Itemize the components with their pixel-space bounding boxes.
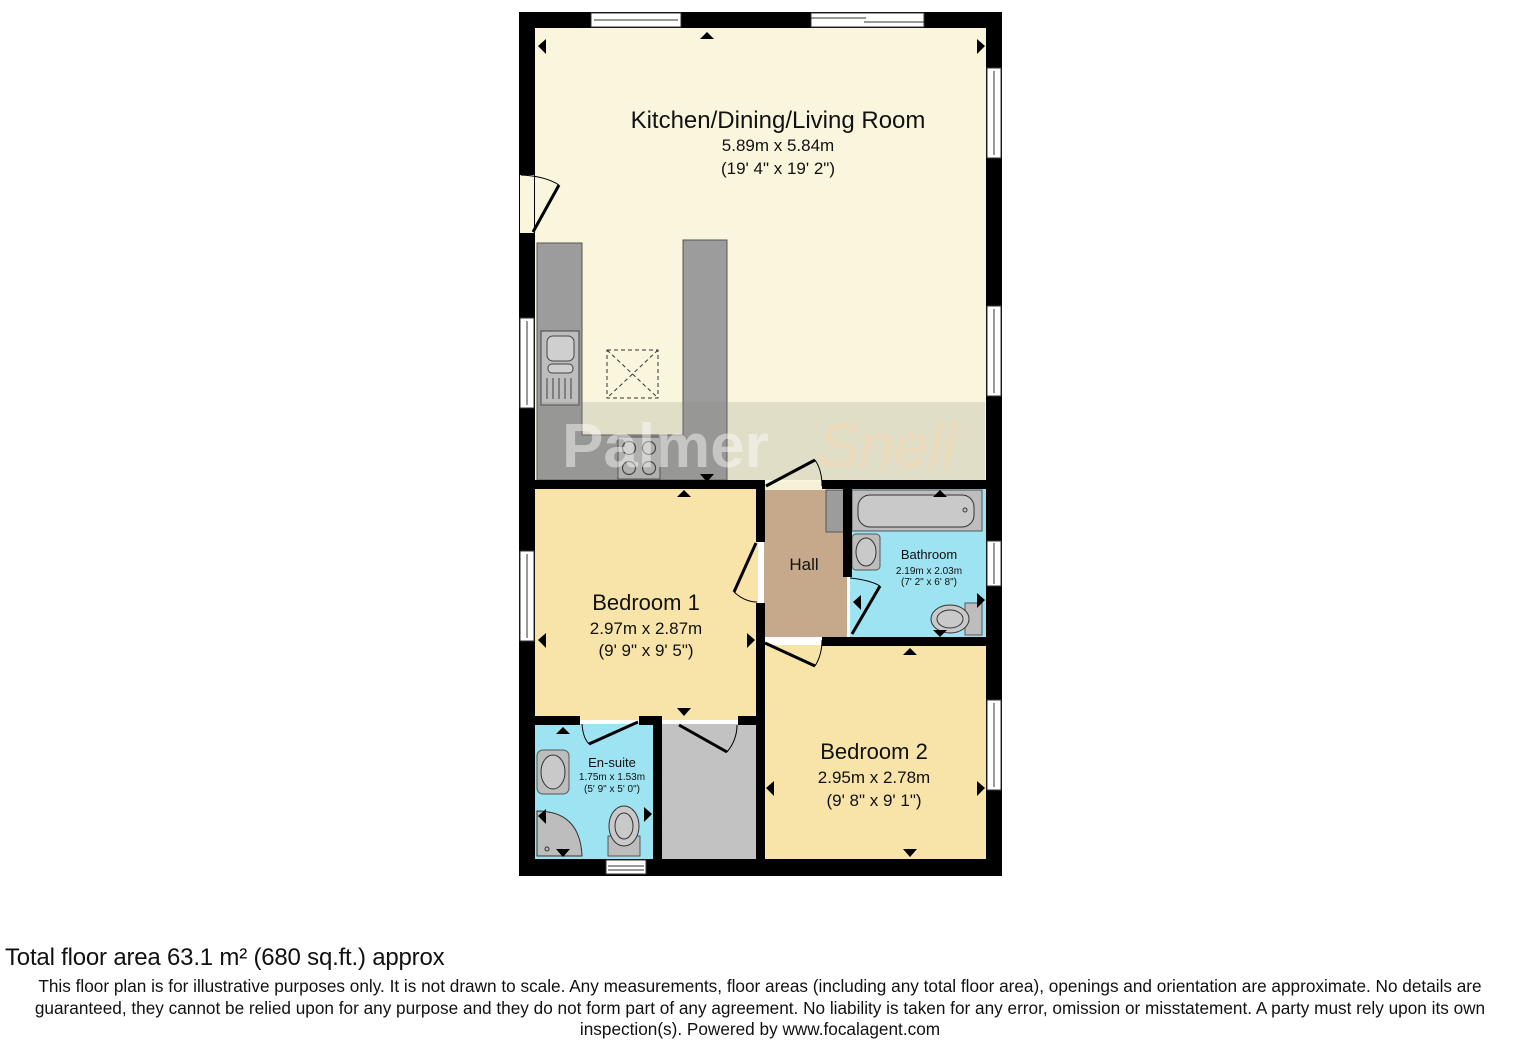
hob-icon	[617, 436, 661, 480]
cupboard-fill	[660, 724, 758, 859]
room-label-ensuite: En-suite 1.75m x 1.53m (5' 9" x 5' 0")	[579, 755, 645, 795]
room-metric: 2.97m x 2.87m	[590, 619, 702, 638]
room-name: Hall	[789, 555, 818, 574]
sink-icon	[540, 330, 580, 406]
room-name: En-suite	[588, 755, 636, 770]
kitchen-units	[536, 239, 728, 481]
room-label-bedroom1: Bedroom 1 2.97m x 2.87m (9' 9" x 9' 5")	[590, 590, 702, 660]
doors	[520, 174, 882, 754]
room-name: Kitchen/Dining/Living Room	[631, 107, 926, 134]
room-imperial: (9' 9" x 9' 5")	[598, 641, 693, 660]
windows	[519, 12, 1002, 875]
disclaimer-text: This floor plan is for illustrative purp…	[34, 976, 1486, 1039]
room-metric: 2.95m x 2.78m	[818, 768, 930, 787]
room-name: Bedroom 2	[820, 739, 928, 764]
basin-icon	[851, 533, 881, 571]
total-floor-area: Total floor area 63.1 m² (680 sq.ft.) ap…	[5, 944, 445, 971]
bedroom2-room-fill	[764, 645, 987, 859]
room-metric: 5.89m x 5.84m	[722, 136, 834, 155]
room-imperial: (9' 8" x 9' 1")	[826, 791, 921, 810]
ensuite-toilet-icon	[607, 805, 641, 857]
measurement-arrows	[538, 32, 985, 857]
dashed-island-icon	[606, 349, 659, 399]
toilet-icon	[930, 602, 983, 636]
room-imperial: (5' 9" x 5' 0")	[584, 784, 640, 795]
watermark-palmer: Palmer	[562, 412, 769, 481]
ensuite-basin-icon	[536, 749, 570, 795]
watermark-snell: Snell	[818, 412, 958, 481]
room-metric: 2.19m x 2.03m	[896, 566, 962, 577]
bedroom1-room-fill	[535, 487, 758, 720]
room-imperial: (19' 4" x 19' 2")	[721, 159, 835, 178]
room-label-kitchen: Kitchen/Dining/Living Room 5.89m x 5.84m…	[631, 107, 926, 178]
hall-landing-fill	[764, 482, 847, 490]
room-name: Bedroom 1	[592, 590, 700, 615]
room-label-bedroom2: Bedroom 2 2.95m x 2.78m (9' 8" x 9' 1")	[818, 739, 930, 810]
room-label-bathroom: Bathroom 2.19m x 2.03m (7' 2" x 6' 8")	[896, 547, 962, 588]
bath-icon	[851, 489, 983, 532]
shower-icon	[536, 810, 583, 857]
watermark: Palmer Snell	[537, 402, 985, 481]
floor-plan: Palmer Snell	[519, 12, 1002, 876]
kitchen-room-fill	[535, 28, 987, 482]
hall-cupboard	[825, 489, 845, 533]
room-label-hall: Hall	[789, 555, 818, 574]
room-name: Bathroom	[901, 547, 957, 562]
room-metric: 1.75m x 1.53m	[579, 772, 645, 783]
room-imperial: (7' 2" x 6' 8")	[901, 577, 957, 588]
